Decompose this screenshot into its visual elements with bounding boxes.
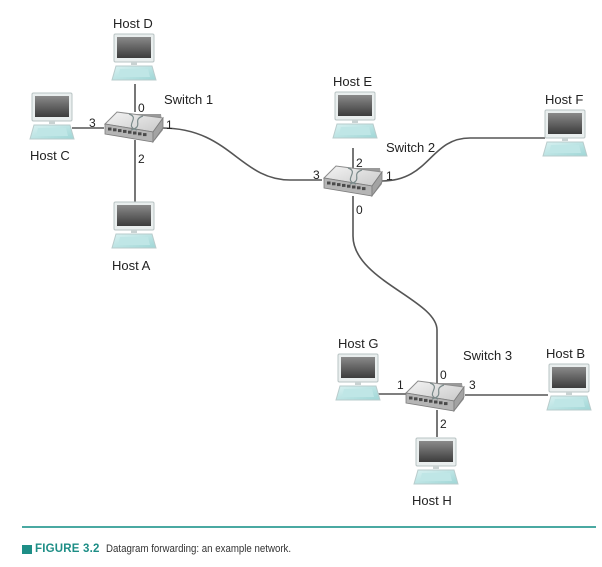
host-h: Host H: [412, 437, 459, 508]
host-a-label: Host A: [112, 258, 151, 273]
host-b-label: Host B: [546, 346, 585, 361]
laptop-icon: [413, 437, 459, 485]
host-e-label: Host E: [333, 74, 372, 89]
switch-3-label: Switch 3: [463, 348, 512, 363]
laptop-icon: [332, 91, 378, 139]
switch-1: Switch 1 0 1 2 3: [89, 92, 213, 166]
switch-1-port-3: 3: [89, 116, 96, 130]
link-s1-s2: [161, 127, 322, 181]
laptop-icon: [546, 363, 592, 411]
host-d: Host D: [111, 16, 157, 81]
switch-3-port-1: 1: [397, 378, 404, 392]
switch-2-port-2: 2: [356, 156, 363, 170]
host-g-label: Host G: [338, 336, 378, 351]
switch-3-port-3: 3: [469, 378, 476, 392]
figure-label: FIGURE 3.2: [35, 543, 100, 555]
link-s2-s3: [352, 196, 438, 388]
switch-3-port-0: 0: [440, 368, 447, 382]
figure-caption: FIGURE 3.2 Datagram forwarding: an examp…: [22, 543, 316, 555]
switch-2-label: Switch 2: [386, 140, 435, 155]
laptop-icon: [29, 92, 75, 140]
link-s2-hostf: [381, 137, 545, 182]
host-h-label: Host H: [412, 493, 452, 508]
switch-2-port-1: 1: [386, 169, 393, 183]
switch-1-label: Switch 1: [164, 92, 213, 107]
links: [72, 84, 548, 437]
caption-divider: [22, 526, 596, 528]
host-f: Host F: [542, 92, 588, 157]
switch-3: Switch 3 0 1 2 3: [397, 348, 512, 431]
host-a: Host A: [111, 201, 157, 273]
host-c-label: Host C: [30, 148, 70, 163]
switch-3-port-2: 2: [440, 417, 447, 431]
switch-1-port-0: 0: [138, 101, 145, 115]
switch-icon: [323, 165, 383, 197]
caption-text: Datagram forwarding: an example network.: [105, 543, 291, 555]
laptop-icon: [335, 353, 381, 401]
host-c: Host C: [29, 92, 75, 163]
host-d-label: Host D: [113, 16, 153, 31]
switch-2: Switch 2 0 1 2 3: [313, 140, 435, 217]
host-e: Host E: [332, 74, 378, 139]
switch-1-port-1: 1: [166, 118, 173, 132]
switch-icon: [104, 111, 164, 143]
switch-1-port-2: 2: [138, 152, 145, 166]
host-b: Host B: [546, 346, 592, 411]
laptop-icon: [111, 33, 157, 81]
switch-2-port-0: 0: [356, 203, 363, 217]
laptop-icon: [542, 109, 588, 157]
host-f-label: Host F: [545, 92, 583, 107]
laptop-icon: [111, 201, 157, 249]
switch-icon: [405, 380, 465, 412]
host-g: Host G: [335, 336, 381, 401]
caption-marker-icon: [22, 544, 32, 554]
switch-2-port-3: 3: [313, 168, 320, 182]
